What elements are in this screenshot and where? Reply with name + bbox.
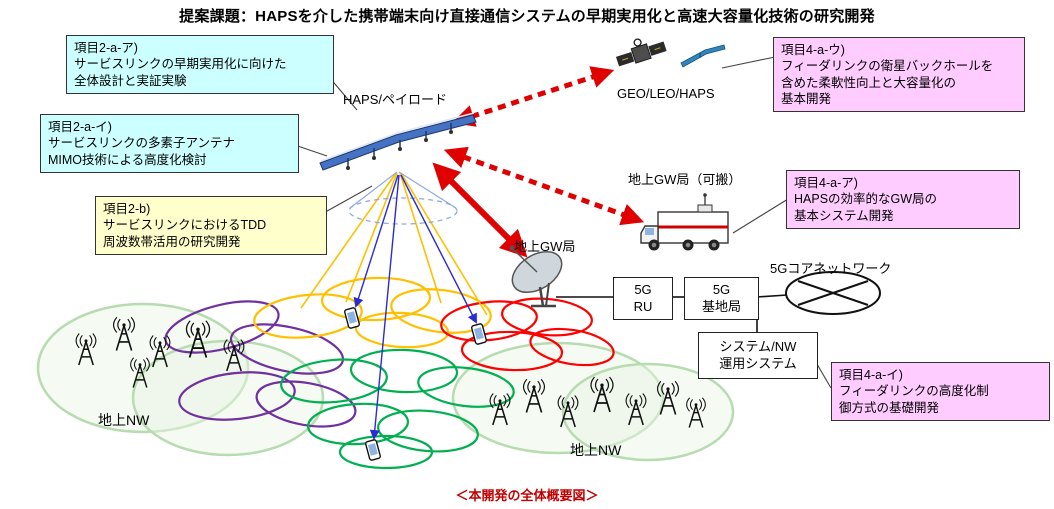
diagram-caption: ＜本開発の全体概要図＞ [455, 488, 599, 503]
note-body: サービスリンクの早期実用化に向けた 全体設計と実証実験 [74, 57, 287, 88]
label-gw-portable: 地上GW局（可搬） [628, 172, 742, 187]
smartphone-icon [364, 438, 382, 462]
cells-purple [164, 300, 357, 428]
note-heading: 項目2-b) [103, 202, 151, 216]
cells-yellow [253, 276, 492, 349]
label-ground-nw-left: 地上NW [98, 412, 150, 428]
note-body: フィーダリンクの高度化制 御方式の基礎開発 [839, 384, 989, 415]
geo-satellite-icon [615, 38, 667, 67]
node-5g-base-station: 5G 基地局 [684, 277, 759, 320]
label-geo-leo-haps: GEO/LEO/HAPS [617, 86, 715, 101]
note-item-4a-a: 項目4-a-ア) HAPSの効率的なGW局の 基本システム開発 [786, 170, 1020, 229]
label-ground-nw-right: 地上NW [570, 442, 622, 458]
note-item-2a-i: 項目2-a-イ) サービスリンクの多素子アンテナ MIMO技術による高度化検討 [40, 114, 299, 173]
core-network-icon [785, 271, 881, 315]
note-item-2a-a: 項目2-a-ア) サービスリンクの早期実用化に向けた 全体設計と実証実験 [66, 35, 334, 94]
leo-haps-plane-icon [680, 44, 726, 68]
feeder-link-arrows [432, 66, 645, 258]
note-body: フィーダリンクの衛星バックホールを 含めた柔軟性向上と大容量化の 基本開発 [781, 59, 994, 106]
note-heading: 項目2-a-イ) [48, 120, 112, 134]
ground-nw-left-area [36, 302, 325, 457]
node-5g-ru: 5G RU [613, 277, 673, 320]
note-item-4a-u: 項目4-a-ウ) フィーダリンクの衛星バックホールを 含めた柔軟性向上と大容量化… [773, 37, 1025, 112]
node-ops-system: システム/NW 運用システム [698, 332, 818, 379]
note-item-4a-i: 項目4-a-イ) フィーダリンクの高度化制 御方式の基礎開発 [831, 362, 1050, 421]
note-heading: 項目4-a-ウ) [781, 43, 845, 57]
note-body: HAPSの効率的なGW局の 基本システム開発 [794, 192, 938, 223]
gw-dish-icon [509, 245, 563, 308]
note-body: サービスリンクの多素子アンテナ MIMO技術による高度化検討 [48, 136, 236, 167]
note-heading: 項目2-a-ア) [74, 41, 138, 55]
note-body: サービスリンクにおけるTDD 周波数帯活用の研究開発 [103, 218, 267, 249]
cells-green [280, 348, 515, 470]
cells-red [440, 297, 615, 372]
label-core-network: 5Gコアネットワーク [770, 261, 892, 276]
label-gw-station: 地上GW局 [514, 239, 576, 254]
note-heading: 項目4-a-ア) [794, 176, 858, 190]
smartphone-icon [343, 306, 361, 330]
haps-aircraft-icon [319, 112, 477, 171]
note-item-2b: 項目2-b) サービスリンクにおけるTDD 周波数帯活用の研究開発 [95, 196, 327, 255]
note-heading: 項目4-a-イ) [839, 368, 903, 382]
page-title: 提案課題：HAPSを介した携帯端末向け直接通信システムの早期実用化と高速大容量化… [179, 8, 875, 25]
gw-truck-icon [640, 193, 729, 251]
label-haps-payload: HAPS/ペイロード [343, 92, 448, 107]
